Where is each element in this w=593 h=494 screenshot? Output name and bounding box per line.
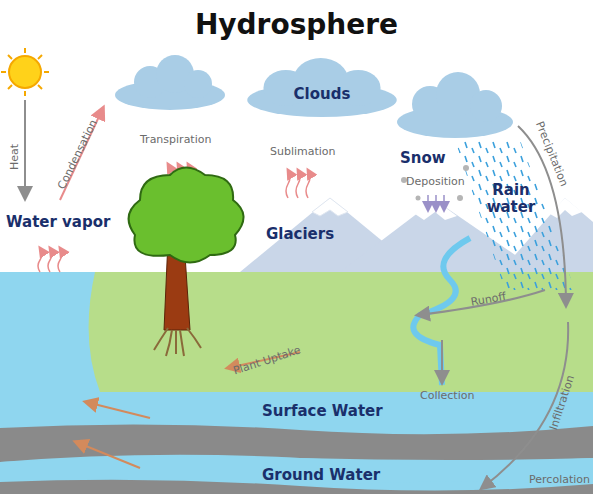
process-label: Sublimation: [270, 146, 336, 159]
process-label: Deposition: [406, 176, 465, 189]
ground-water-label: Ground Water: [262, 467, 380, 484]
surface-water-label: Surface Water: [262, 403, 383, 420]
snow-label: Snow: [400, 150, 446, 167]
cloud-label: Clouds: [246, 58, 398, 103]
glacier-label: Glaciers: [266, 226, 334, 243]
process-label: Percolation: [529, 474, 590, 487]
process-label: Transpiration: [140, 134, 211, 147]
rain-label: Rain water: [478, 182, 544, 217]
process-label: Condensation: [56, 118, 101, 192]
water-vapor-label: Water vapor: [6, 214, 110, 231]
process-label: Heat: [9, 144, 22, 170]
diagram-title: Hydrosphere: [0, 8, 593, 41]
cloud-shape: Clouds: [246, 58, 398, 118]
process-label: Collection: [420, 390, 474, 403]
